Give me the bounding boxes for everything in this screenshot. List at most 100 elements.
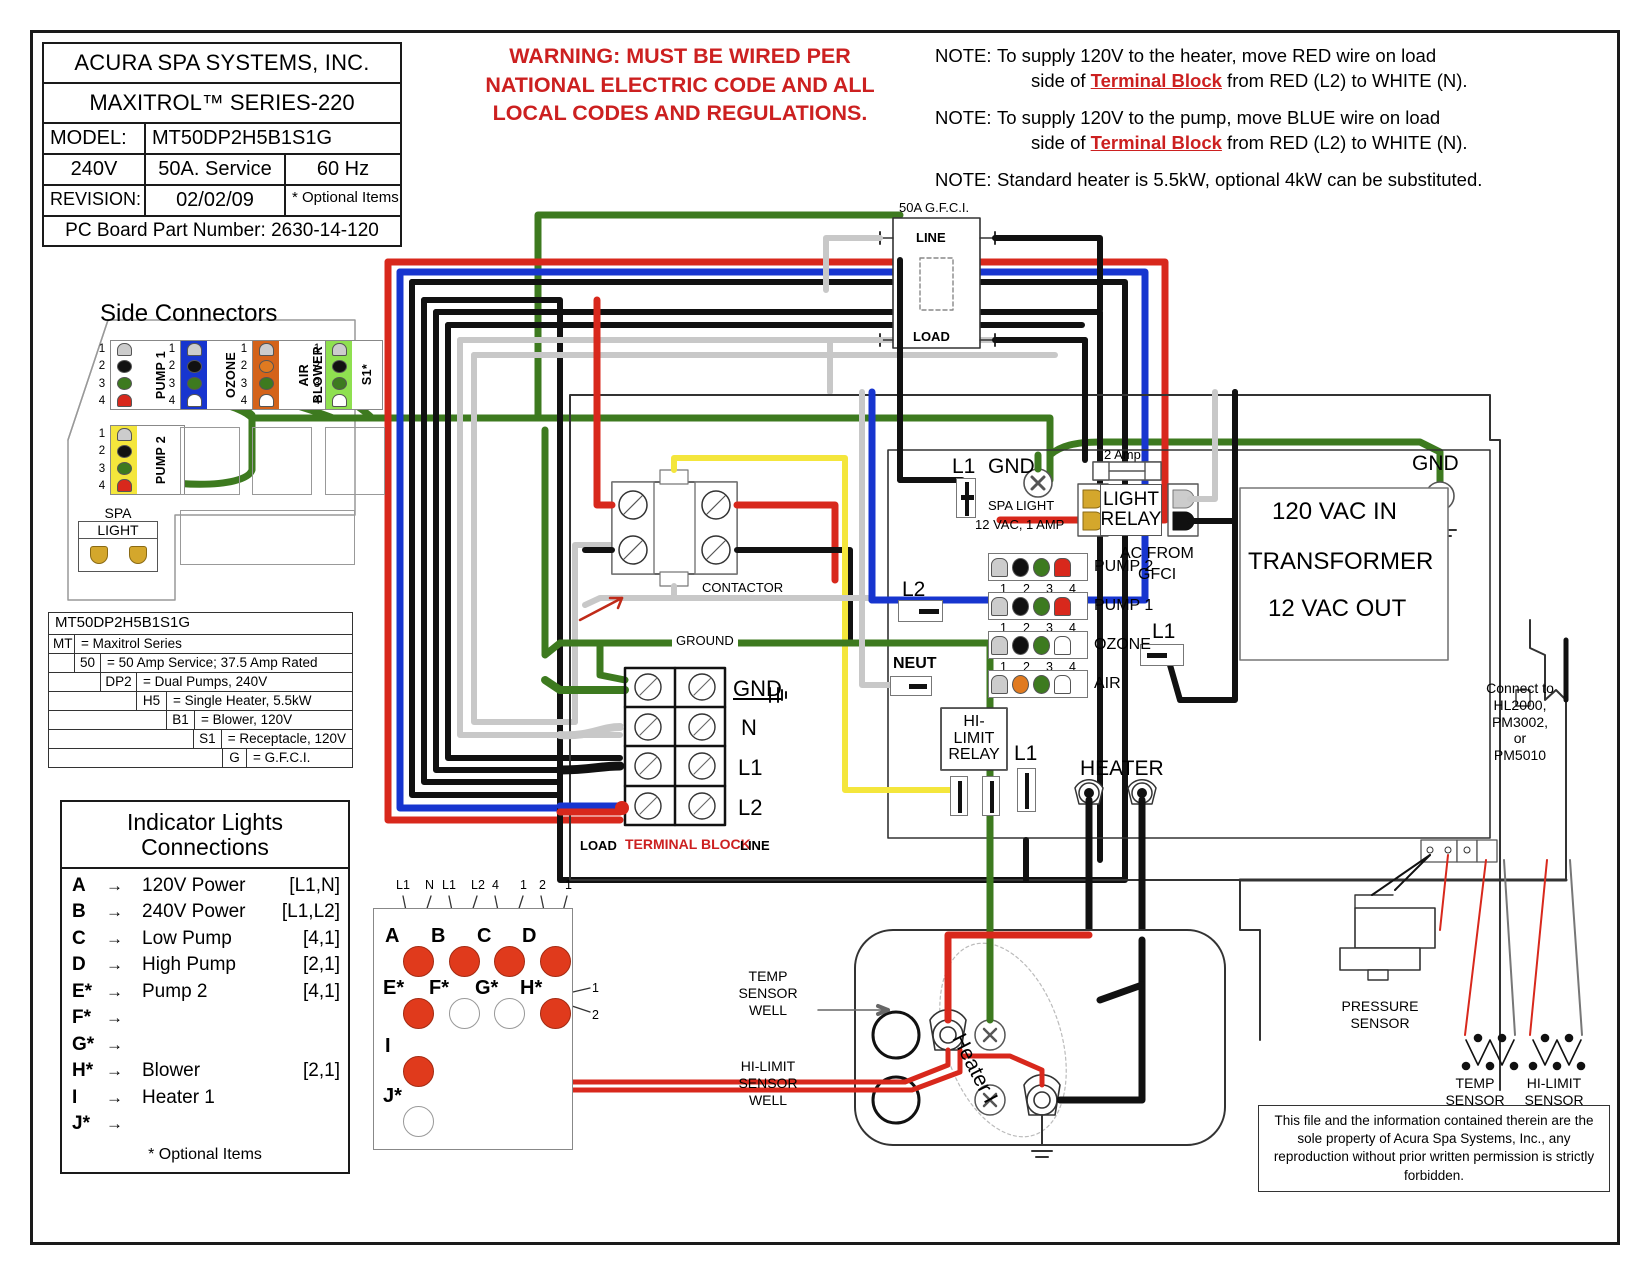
fuse-rating-label: 2 Amp	[1104, 447, 1141, 462]
l2-tab-terminal	[898, 600, 943, 622]
revision-value: 02/02/09	[144, 186, 284, 215]
indicator-title-line2: Connections	[141, 834, 269, 861]
service-value: 50A. Service	[144, 155, 284, 184]
arrow-icon: →	[106, 1008, 123, 1028]
note-2-line1: To supply 120V to the pump, move BLUE wi…	[997, 106, 1441, 128]
company-name: ACURA SPA SYSTEMS, INC.	[74, 50, 370, 75]
connect-to-note: Connect to HL2000, PM3002, or PM5010	[1486, 680, 1554, 764]
spa-light-rating-line2: 12 VAC, 1 AMP	[975, 517, 1065, 532]
hi-limit-relay: HI- LIMIT RELAY	[941, 708, 1007, 770]
arrow-icon: →	[106, 1114, 123, 1134]
transformer-label: TRANSFORMER	[1248, 548, 1434, 575]
notes-block: NOTE: To supply 120V to the heater, move…	[935, 44, 1615, 193]
led-pin-label: 1	[520, 878, 527, 892]
side-connector-pump-2[interactable]: PUMP 2	[110, 425, 185, 495]
transformer-output-label: 12 VAC OUT	[1268, 595, 1407, 622]
hi-limit-sensor-well-label: HI-LIMIT SENSOR WELL	[738, 1058, 798, 1108]
voltage-value: 240V	[70, 158, 118, 180]
note-1-label: NOTE:	[935, 45, 992, 66]
arrow-icon: →	[106, 902, 123, 922]
led-pin-label: L1	[442, 878, 456, 892]
gfci-title: 50A G.F.C.I.	[899, 200, 970, 215]
warning-line-3: LOCAL CODES AND REGULATIONS.	[492, 101, 868, 126]
led-indicator-panel	[373, 908, 573, 1150]
note-3-line1: Standard heater is 5.5kW, optional 4kW c…	[997, 168, 1483, 190]
indicator-row: G*→	[72, 1032, 348, 1059]
indicator-title-line1: Indicator Lights	[127, 809, 283, 835]
note-3-label: NOTE:	[935, 168, 992, 190]
pcb-l1-right-label: L1	[1152, 620, 1176, 643]
side-connectors-title: Side Connectors	[100, 300, 278, 327]
led-j	[403, 1106, 434, 1137]
pcb-header-label-ozone: OZONE	[1094, 636, 1151, 653]
led-side-label-1: 1	[592, 981, 599, 995]
contactor-label: CONTACTOR	[702, 580, 784, 595]
led-label-a: A	[385, 925, 400, 947]
pcb-header-ozone[interactable]	[988, 631, 1088, 659]
indicator-lights-table: Indicator Lights Connections A→120V Powe…	[60, 800, 350, 1174]
indicator-row: B→240V Power[L1,L2]	[72, 901, 340, 923]
led-label-h: H*	[520, 977, 543, 999]
neut-tab-terminal	[890, 676, 932, 696]
warning-text: WARNING: MUST BE WIRED PER NATIONAL ELEC…	[455, 42, 905, 128]
spa-light-line1: SPA	[104, 505, 132, 521]
arrow-icon: →	[106, 1061, 123, 1081]
indicator-row: I→Heater 1	[72, 1086, 215, 1108]
spa-light-connector[interactable]: SPA LIGHT	[78, 505, 158, 572]
led-e	[403, 998, 434, 1029]
led-pin-label: L1	[396, 878, 410, 892]
pcb-gnd-right-label: GND	[1412, 452, 1459, 475]
pcb-header-pump-2[interactable]	[988, 553, 1088, 581]
arrow-icon: →	[106, 875, 123, 895]
led-pin-label: 4	[492, 878, 499, 892]
led-label-d: D	[522, 925, 537, 947]
gfci-load-label: LOAD	[913, 329, 950, 344]
note-2: NOTE: To supply 120V to the pump, move B…	[935, 106, 1615, 156]
l1-right-tab	[1140, 644, 1184, 666]
optional-items-note: * Optional Items	[284, 186, 400, 215]
side-connector-ozone[interactable]: OZONE	[180, 340, 255, 410]
arrow-icon: →	[106, 928, 123, 948]
indicator-footer: * Optional Items	[148, 1145, 262, 1163]
spa-light-rating-line1: SPA LIGHT	[988, 498, 1055, 513]
led-b	[449, 946, 480, 977]
legend-code: MT	[49, 635, 75, 653]
pcb-header-label-air: AIR	[1094, 675, 1121, 692]
heater-terminals-label: HEATER	[1080, 757, 1164, 780]
legend-desc: = Dual Pumps, 240V	[143, 674, 268, 689]
pcb-header-label-pump-1: PUMP 1	[1094, 597, 1154, 614]
drawing-border	[30, 30, 1620, 1245]
model-code-legend: MT50DP2H5B1S1G MT= Maxitrol Series 50= 5…	[48, 612, 353, 768]
ground-wire-label: GROUND	[672, 633, 738, 648]
note-3: NOTE: Standard heater is 5.5kW, optional…	[935, 168, 1615, 193]
legend-desc: = Blower, 120V	[201, 712, 293, 727]
terminal-load-label: LOAD	[580, 838, 617, 853]
pcb-header-air[interactable]	[988, 670, 1088, 698]
spa-light-line2: LIGHT	[78, 521, 158, 538]
side-connector-s1[interactable]: S1*	[325, 340, 383, 410]
pcb-header-pump-1[interactable]	[988, 592, 1088, 620]
indicator-row: C→Low Pump[4,1]	[72, 927, 340, 949]
legend-desc: = Single Heater, 5.5kW	[173, 693, 312, 708]
led-label-e: E*	[383, 977, 405, 999]
note-1-pre: side of	[1031, 69, 1091, 91]
light-relay: LIGHT RELAY	[1100, 484, 1162, 536]
led-label-b: B	[431, 925, 446, 947]
side-connector-pump-1[interactable]: PUMP 1	[110, 340, 185, 410]
led-pin-label: 1	[565, 878, 572, 892]
pcb-gnd-left-label: GND	[988, 455, 1035, 478]
indicator-row: A→120V Power[L1,N]	[72, 874, 340, 896]
led-d	[540, 946, 571, 977]
indicator-row: E*→Pump 2[4,1]	[72, 980, 340, 1002]
legend-desc: = Maxitrol Series	[81, 636, 182, 651]
terminal-n-label: N	[741, 715, 757, 740]
connector-label-air: AIR	[297, 363, 311, 387]
